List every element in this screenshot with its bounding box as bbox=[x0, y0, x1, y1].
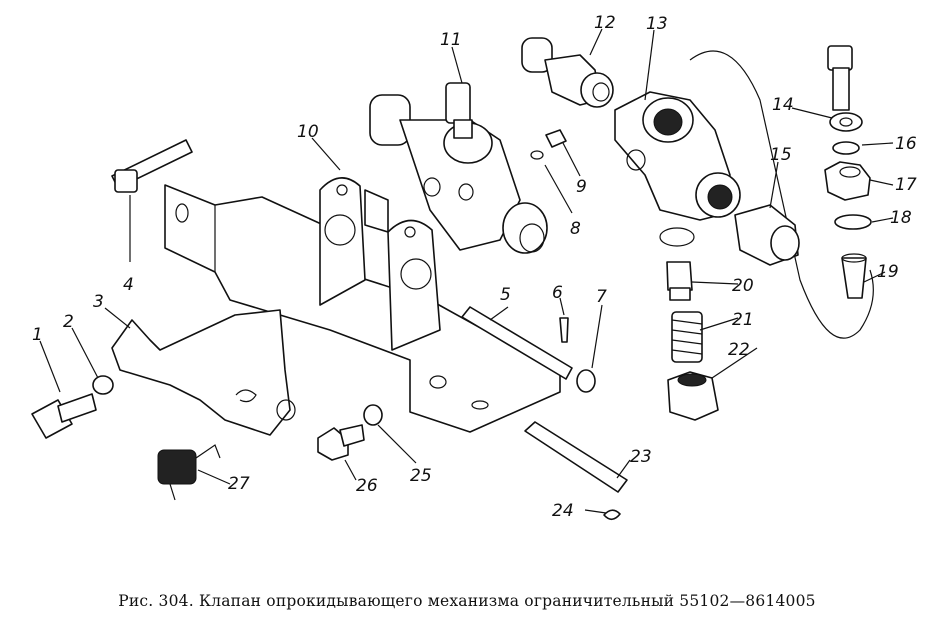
callout-6: 6 bbox=[552, 283, 563, 303]
fitting-12 bbox=[521, 37, 614, 108]
valve-body bbox=[369, 82, 548, 254]
callout-12: 12 bbox=[594, 13, 616, 33]
leader-lines bbox=[39, 28, 894, 514]
callout-27: 27 bbox=[228, 474, 250, 494]
tee-body-13 bbox=[614, 91, 741, 221]
callout-7: 7 bbox=[596, 287, 607, 307]
callout-26: 26 bbox=[356, 476, 378, 496]
callout-17: 17 bbox=[895, 175, 917, 195]
callout-10: 10 bbox=[297, 122, 319, 142]
fitting-15 bbox=[734, 204, 800, 266]
bracket-plate bbox=[164, 184, 561, 433]
valve-parts-20-22 bbox=[659, 227, 719, 421]
right-stack bbox=[824, 45, 872, 299]
callout-14: 14 bbox=[772, 95, 794, 115]
callout-labels: 1 2 3 4 5 6 7 8 9 10 11 12 13 14 15 16 1… bbox=[32, 13, 917, 521]
callout-20: 20 bbox=[732, 276, 754, 296]
callout-4: 4 bbox=[123, 275, 134, 295]
figure-caption: Рис. 304. Клапан опрокидывающего механиз… bbox=[118, 592, 816, 610]
callout-19: 19 bbox=[877, 262, 899, 282]
callout-9: 9 bbox=[576, 177, 587, 197]
callout-21: 21 bbox=[732, 310, 754, 330]
callout-25: 25 bbox=[410, 466, 432, 486]
callout-8: 8 bbox=[570, 219, 581, 239]
hose-loop bbox=[689, 50, 874, 339]
callout-23: 23 bbox=[630, 447, 652, 467]
callout-3: 3 bbox=[93, 292, 104, 312]
bracket-ears bbox=[319, 177, 441, 351]
callout-22: 22 bbox=[728, 340, 750, 360]
callout-1: 1 bbox=[32, 325, 43, 345]
callout-16: 16 bbox=[895, 134, 917, 154]
callout-15: 15 bbox=[770, 145, 792, 165]
callout-5: 5 bbox=[500, 285, 511, 305]
callout-24: 24 bbox=[552, 501, 574, 521]
callout-13: 13 bbox=[646, 14, 668, 34]
callout-2: 2 bbox=[63, 312, 74, 332]
left-parts bbox=[31, 139, 383, 501]
pins bbox=[461, 129, 628, 521]
callout-11: 11 bbox=[440, 30, 462, 50]
callout-18: 18 bbox=[890, 208, 912, 228]
